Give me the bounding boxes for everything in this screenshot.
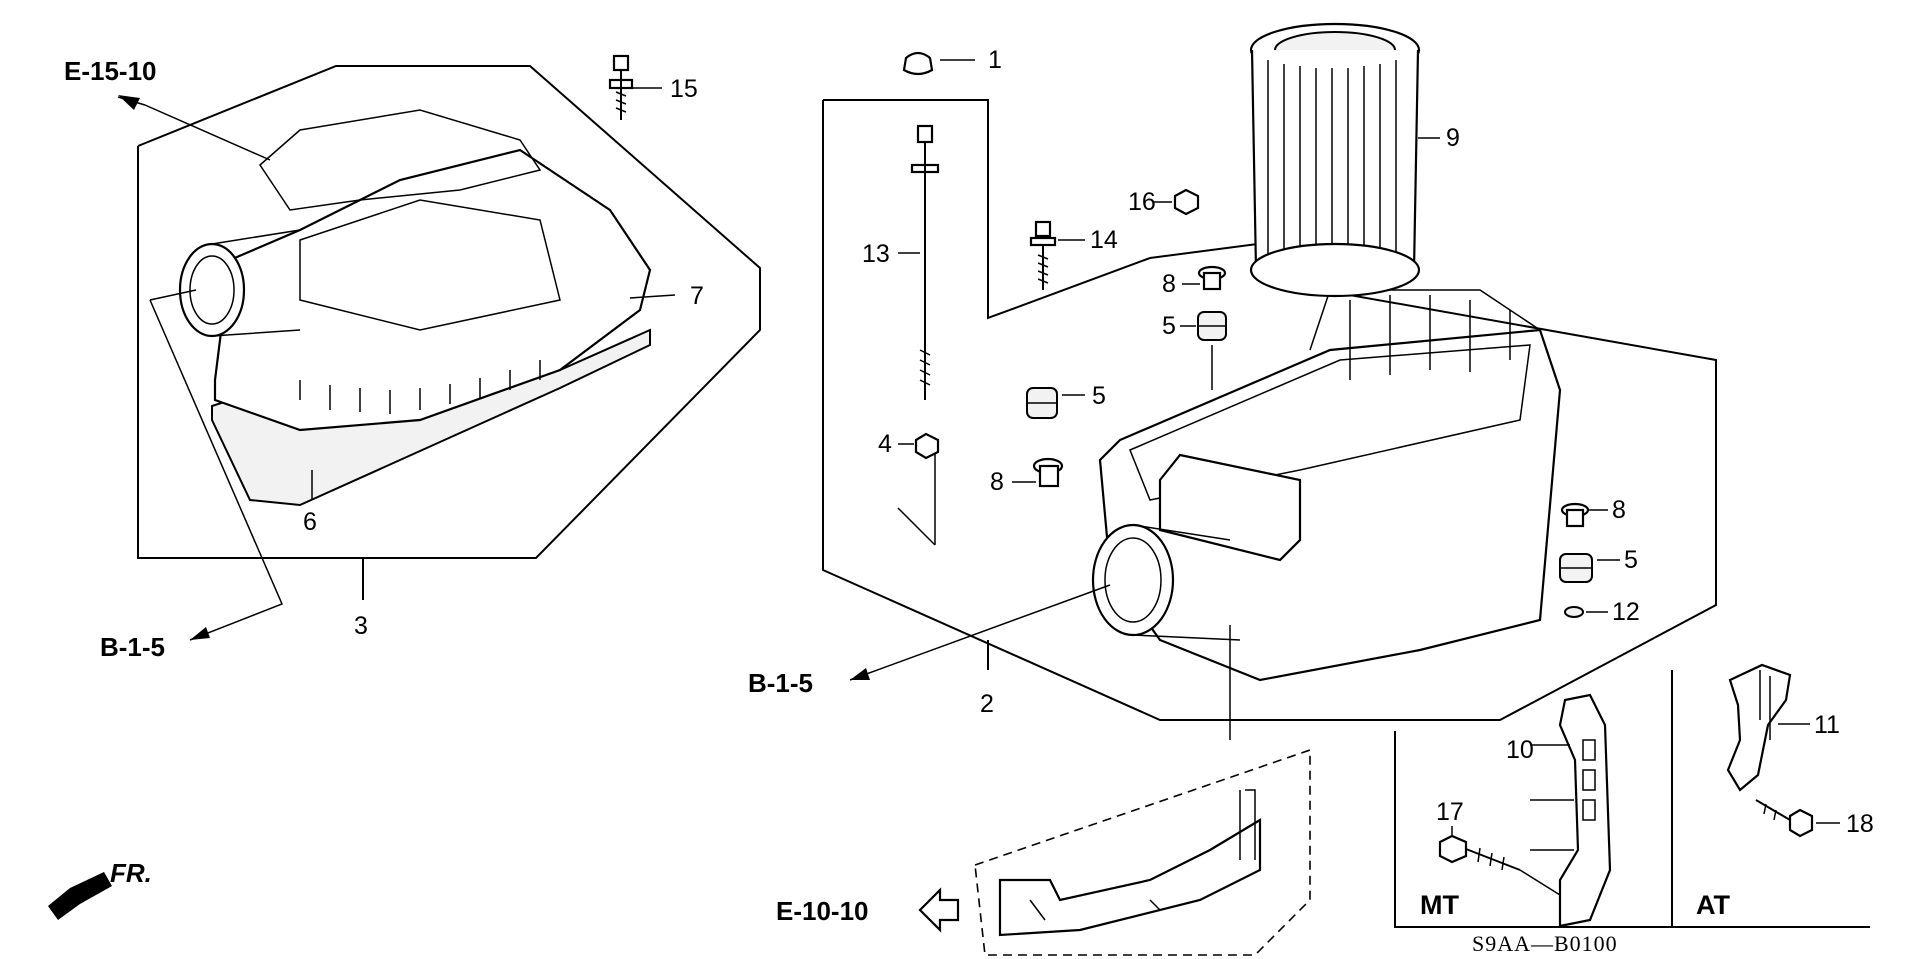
upper-housing-group — [117, 65, 761, 641]
front-marker-label: FR. — [110, 858, 152, 888]
bolt-17 — [1438, 826, 1561, 896]
variant-label-mt: MT — [1420, 890, 1459, 920]
callout-8-middle: 8 — [990, 468, 1004, 496]
bracket-assembly — [974, 748, 1311, 956]
bolt-18 — [1755, 799, 1840, 838]
ref-e-15-10: E-15-10 — [64, 56, 157, 86]
callout-9: 9 — [1446, 124, 1460, 152]
nut-4 — [898, 432, 940, 460]
collar-8-middle — [1012, 457, 1064, 488]
callout-8-right: 8 — [1612, 496, 1626, 524]
front-direction-arrow — [48, 872, 112, 920]
callout-2: 2 — [980, 690, 994, 718]
rod-13 — [897, 124, 940, 546]
washer-12 — [1564, 606, 1608, 618]
callout-17: 17 — [1436, 798, 1464, 826]
grommet-5-right — [1559, 553, 1620, 583]
callout-18: 18 — [1846, 810, 1874, 838]
ref-b-1-5-center: B-1-5 — [748, 668, 813, 698]
lower-housing-group — [822, 99, 1717, 740]
e-10-10-arrow — [918, 887, 960, 933]
callout-12: 12 — [1612, 598, 1640, 626]
bracket-11 — [1726, 663, 1810, 792]
callout-7: 7 — [690, 282, 704, 310]
ref-e-10-10: E-10-10 — [776, 896, 869, 926]
assembly-boundary-2 — [822, 99, 1717, 721]
variant-label-at: AT — [1696, 890, 1730, 920]
reference-labels: E-15-10 B-1-5 B-1-5 E-10-10 FR. MT AT S9… — [64, 56, 1730, 956]
bolt-14 — [1029, 220, 1085, 290]
callout-16: 16 — [1128, 188, 1156, 216]
callout-5-upper: 5 — [1162, 312, 1176, 340]
bracket-10 — [1530, 693, 1612, 928]
callout-10: 10 — [1506, 736, 1534, 764]
collar-8-upper — [1182, 265, 1227, 291]
ref-b-1-5-left: B-1-5 — [100, 632, 165, 662]
grommet-5-middle — [1026, 387, 1085, 419]
filter-element-9 — [1249, 22, 1440, 298]
callout-5-right: 5 — [1624, 546, 1638, 574]
callout-8-upper: 8 — [1162, 270, 1176, 298]
variant-panel — [1394, 670, 1870, 928]
callout-1: 1 — [988, 46, 1002, 74]
assembly-boundary-3 — [137, 65, 761, 559]
callout-5-middle: 5 — [1092, 382, 1106, 410]
callout-15: 15 — [670, 75, 698, 103]
callout-13: 13 — [862, 240, 890, 268]
bolt-15 — [608, 54, 662, 120]
callout-6: 6 — [303, 508, 317, 536]
callout-14: 14 — [1090, 226, 1118, 254]
callout-4: 4 — [878, 430, 892, 458]
diagram-code: S9AA—B0100 — [1472, 931, 1618, 956]
collar-8-right — [1560, 502, 1608, 528]
callout-3: 3 — [354, 612, 368, 640]
grommet-5-upper — [1180, 311, 1227, 390]
callout-11: 11 — [1814, 711, 1840, 739]
callout-labels: 1 2 3 4 5 5 5 6 7 8 8 8 9 10 11 12 13 14… — [303, 46, 1874, 838]
nut-16 — [1154, 188, 1200, 216]
clip-1 — [902, 51, 975, 76]
